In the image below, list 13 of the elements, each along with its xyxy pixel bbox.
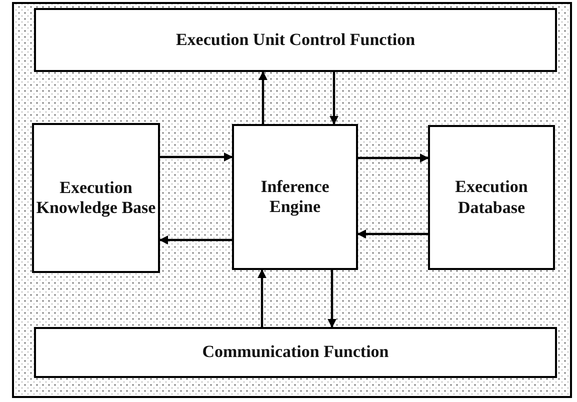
arrow: [160, 152, 233, 162]
arrow: [258, 71, 268, 124]
arrow: [159, 236, 232, 244]
arrow: [330, 72, 338, 125]
process-box: Inference Engine: [232, 124, 358, 270]
process-box: Execution Knowledge Base: [32, 123, 160, 273]
arrow: [258, 269, 266, 327]
arrow: [357, 230, 428, 238]
process-box: Execution Unit Control Function: [34, 8, 557, 72]
arrow: [328, 270, 336, 328]
arrow: [358, 154, 429, 162]
process-box: Execution Database: [428, 125, 555, 270]
process-box: Communication Function: [34, 327, 557, 378]
